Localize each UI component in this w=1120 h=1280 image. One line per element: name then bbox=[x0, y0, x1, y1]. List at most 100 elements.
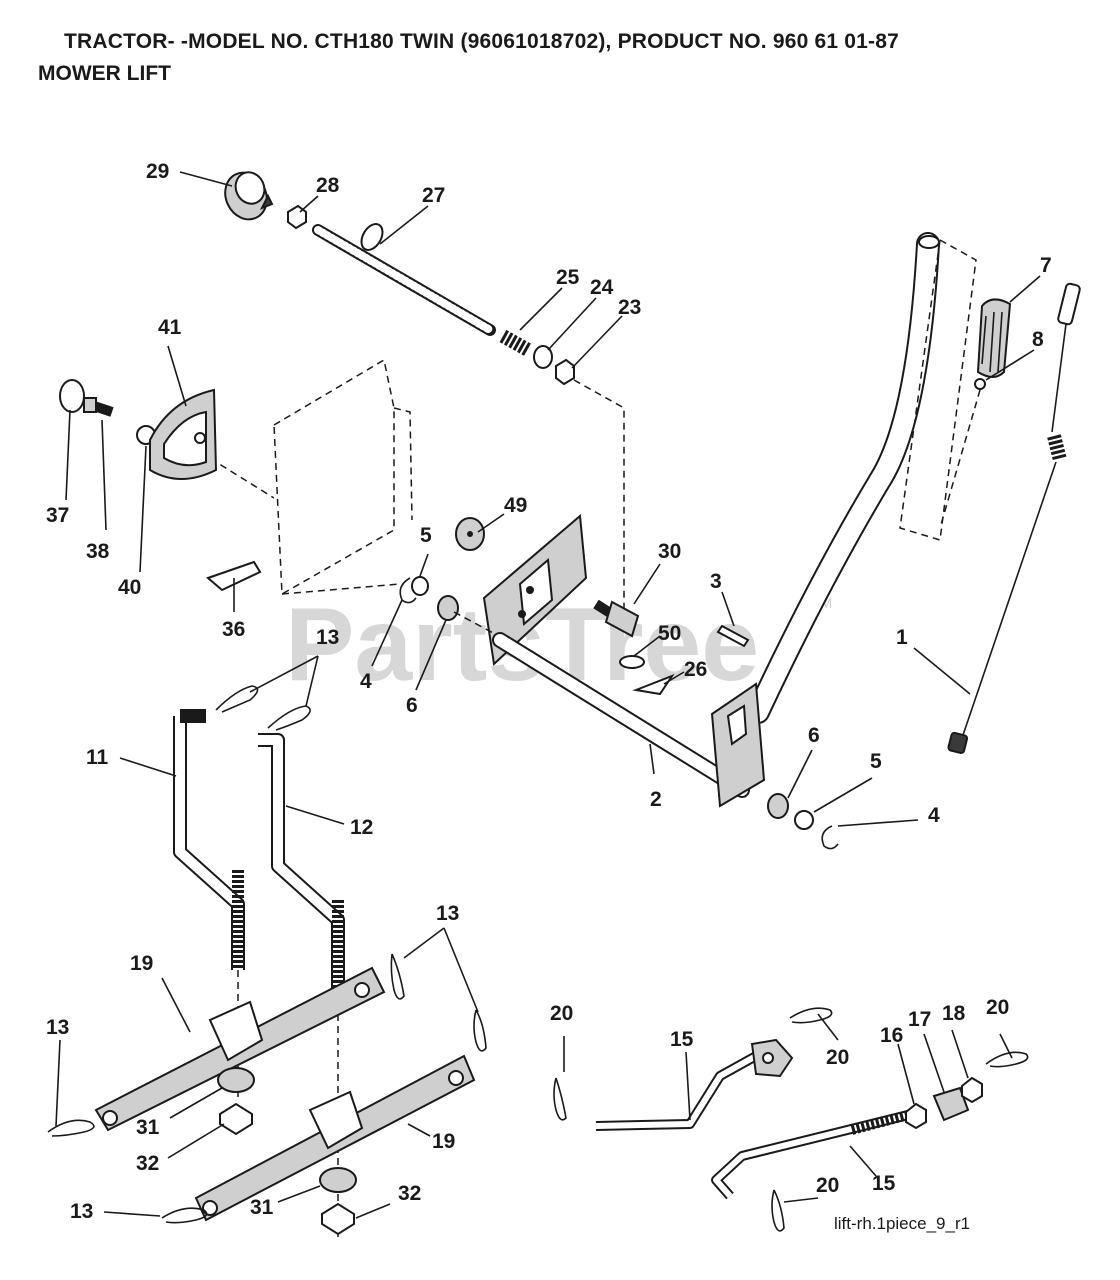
callout-labels: 29 28 27 25 24 23 7 8 41 37 38 40 49 5 3… bbox=[46, 160, 1052, 1223]
washer-24 bbox=[533, 345, 553, 369]
ball-8 bbox=[974, 378, 986, 390]
callout-31-lower: 31 bbox=[250, 1196, 274, 1219]
callout-6-upper: 6 bbox=[406, 694, 418, 717]
hairpin-20-a bbox=[553, 1077, 567, 1121]
callout-38: 38 bbox=[86, 540, 110, 563]
callout-28: 28 bbox=[316, 174, 340, 197]
handle-sleeve-outline bbox=[899, 238, 977, 541]
adjuster-link-15-upper bbox=[595, 1038, 794, 1131]
callout-3: 3 bbox=[710, 570, 722, 593]
callout-5-upper: 5 bbox=[420, 524, 432, 547]
callout-23: 23 bbox=[618, 296, 641, 319]
callout-25: 25 bbox=[556, 266, 580, 289]
callout-31-upper: 31 bbox=[136, 1116, 160, 1139]
spring-clip-36 bbox=[206, 560, 262, 592]
callout-20-right: 20 bbox=[986, 996, 1009, 1019]
callout-15-lower: 15 bbox=[872, 1172, 896, 1195]
hairpin-13-bottom bbox=[161, 1207, 208, 1224]
callout-13-bottom: 13 bbox=[70, 1200, 93, 1223]
lift-arm-19-upper bbox=[94, 966, 386, 1132]
adjuster-knob bbox=[224, 171, 274, 221]
lift-link-11 bbox=[173, 709, 245, 970]
spacer-31-lower bbox=[319, 1167, 357, 1193]
drawing-code: lift-rh.1piece_9_r1 bbox=[834, 1214, 971, 1233]
callout-6-right: 6 bbox=[808, 724, 820, 747]
callout-5-right: 5 bbox=[870, 750, 882, 773]
lift-plate bbox=[482, 513, 588, 667]
lift-rod-1 bbox=[947, 282, 1081, 755]
callout-27: 27 bbox=[422, 184, 445, 207]
callout-50: 50 bbox=[658, 622, 681, 645]
callout-8: 8 bbox=[1032, 328, 1044, 351]
callout-2: 2 bbox=[650, 788, 662, 811]
callout-32-lower: 32 bbox=[398, 1182, 421, 1205]
spacer-31-upper bbox=[217, 1067, 255, 1093]
hairpin-13-top-a bbox=[215, 685, 259, 713]
lift-shaft-2 bbox=[492, 632, 750, 798]
bushing-6-left bbox=[437, 595, 459, 621]
diagram-subtitle: MOWER LIFT bbox=[38, 62, 171, 85]
callout-41: 41 bbox=[158, 316, 182, 339]
swivel-block-17 bbox=[932, 1086, 970, 1122]
bolt-38 bbox=[83, 397, 114, 417]
callout-30: 30 bbox=[658, 540, 681, 563]
callout-19-upper: 19 bbox=[130, 952, 153, 975]
callout-18: 18 bbox=[942, 1002, 966, 1025]
callout-19-lower: 19 bbox=[432, 1130, 455, 1153]
hairpin-13-left bbox=[47, 1119, 95, 1137]
callout-20-bottom: 20 bbox=[816, 1174, 839, 1197]
hex-nut-23 bbox=[555, 358, 575, 386]
hairpin-13-top-b bbox=[267, 705, 311, 731]
callout-24: 24 bbox=[590, 276, 614, 299]
callout-20-left: 20 bbox=[550, 1002, 573, 1025]
callout-1: 1 bbox=[896, 626, 908, 649]
bushing-6-right bbox=[767, 793, 789, 819]
lift-link-12 bbox=[258, 733, 345, 990]
callout-13-mid: 13 bbox=[436, 902, 459, 925]
retaining-ring-37 bbox=[59, 379, 85, 413]
callout-16: 16 bbox=[880, 1024, 903, 1047]
callout-13-top: 13 bbox=[316, 626, 339, 649]
handle-grip-7 bbox=[976, 298, 1012, 378]
leader-lines bbox=[55, 171, 1041, 1219]
nut-18 bbox=[961, 1076, 983, 1104]
callout-12: 12 bbox=[350, 816, 373, 839]
hairpin-20-c bbox=[985, 1051, 1029, 1068]
callout-36: 36 bbox=[222, 618, 245, 641]
callout-29: 29 bbox=[146, 160, 169, 183]
nut-16 bbox=[905, 1102, 927, 1130]
nut-32-upper bbox=[219, 1102, 253, 1136]
callout-49: 49 bbox=[504, 494, 527, 517]
washer-5-right bbox=[794, 810, 814, 830]
pin-3 bbox=[716, 624, 750, 648]
e-clip-4-right bbox=[821, 825, 839, 850]
callout-17: 17 bbox=[908, 1008, 931, 1031]
hairpin-20-d bbox=[771, 1189, 785, 1232]
hairpin-13-mid-a bbox=[390, 953, 405, 1000]
callout-7: 7 bbox=[1040, 254, 1052, 277]
callout-26: 26 bbox=[684, 658, 707, 681]
callout-4-right: 4 bbox=[928, 804, 940, 827]
shoulder-bolt-49 bbox=[455, 517, 485, 551]
callout-37: 37 bbox=[46, 504, 69, 527]
callout-13-left: 13 bbox=[46, 1016, 69, 1039]
callout-4-upper: 4 bbox=[360, 670, 372, 693]
nut-32-lower bbox=[321, 1202, 355, 1236]
callout-20-mid: 20 bbox=[826, 1046, 849, 1069]
frame-outline bbox=[273, 358, 395, 596]
hairpin-13-mid-b bbox=[473, 1009, 487, 1052]
callout-11: 11 bbox=[86, 746, 109, 769]
lift-arm-19-lower bbox=[194, 1054, 476, 1222]
callout-15-upper: 15 bbox=[670, 1028, 694, 1051]
diagram-title: TRACTOR- -MODEL NO. CTH180 TWIN (9606101… bbox=[64, 30, 899, 53]
threaded-adjuster-rod bbox=[312, 223, 496, 336]
washer-50 bbox=[619, 655, 645, 669]
washer-5-left bbox=[411, 576, 429, 596]
adjuster-block-30 bbox=[593, 599, 640, 638]
callout-32-upper: 32 bbox=[136, 1152, 159, 1175]
spring-25 bbox=[499, 329, 532, 357]
adjuster-link-15-lower bbox=[711, 1109, 914, 1200]
cotter-pin-26 bbox=[632, 673, 675, 696]
callout-40: 40 bbox=[118, 576, 141, 599]
